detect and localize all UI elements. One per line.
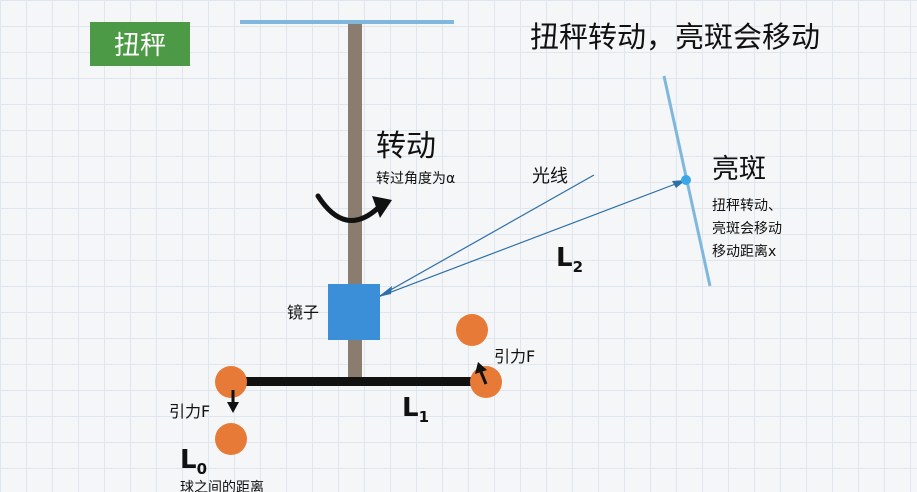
light-rays	[377, 174, 687, 298]
ball-gap-note: 球之间的距离	[180, 479, 264, 492]
force-arrow-up-icon	[475, 362, 488, 385]
topic-tag-background	[90, 22, 190, 66]
symbol-l0: L0	[180, 445, 207, 478]
spot-note-line: 亮斑会移动	[712, 220, 782, 237]
spot-heading: 亮斑	[712, 154, 766, 185]
small-ball-left	[215, 366, 247, 398]
topic-tag-label: 扭秤	[114, 31, 166, 61]
rotation-angle-note: 转过角度为α	[376, 171, 455, 187]
symbol-l2: L2	[556, 243, 583, 276]
torsion-beam	[232, 377, 486, 386]
incident-ray-arrowhead-icon	[378, 286, 392, 297]
light-ray-label: 光线	[532, 166, 568, 187]
incident-ray	[377, 174, 595, 298]
mirror	[328, 284, 380, 340]
topic-tag: 扭秤	[90, 22, 190, 66]
slide-title: 扭秤转动，亮斑会移动	[530, 20, 820, 54]
light-spot	[681, 175, 691, 185]
spot-note-line: 扭秤转动、	[712, 198, 782, 214]
mirror-label: 镜子	[287, 303, 319, 322]
large-ball-left	[215, 423, 247, 455]
large-ball-right	[456, 314, 488, 346]
force-label-right: 引力F	[494, 347, 535, 366]
spot-note-line: 移动距离x	[712, 243, 776, 260]
rotation-arrow-icon	[315, 193, 392, 223]
rotation-heading: 转动	[376, 129, 436, 164]
force-arrow-down-icon	[227, 390, 239, 413]
reflected-ray	[377, 179, 687, 298]
force-label-left: 引力F	[169, 402, 210, 421]
symbol-l1: L1	[402, 393, 429, 426]
